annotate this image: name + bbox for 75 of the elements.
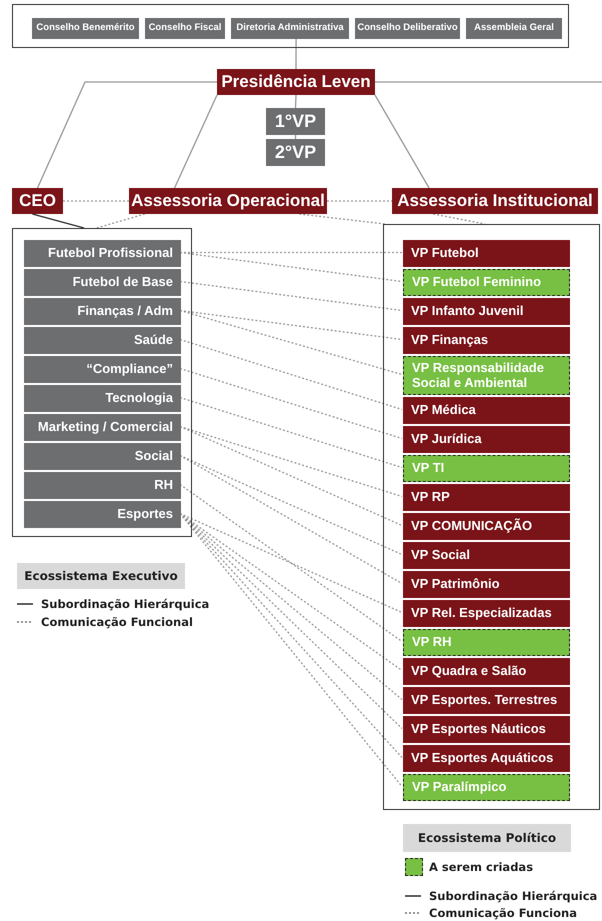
dotted-connector [180,338,402,410]
dotted-connector [327,200,392,202]
connector-line [36,81,217,188]
dotted-connector [180,426,402,498]
department-box: Social [24,443,181,470]
office-box: Assessoria Operacional [129,188,327,214]
dotted-connector [180,252,402,282]
vice-president-box: 2°VP [266,139,325,166]
department-box: Futebol de Base [24,269,181,296]
vp-box: VP Social [403,542,570,569]
group-frame [383,224,600,810]
dotted-connector [180,310,402,376]
vp-box: VP Infanto Juvenil [403,298,570,325]
dotted-connector [180,454,402,584]
office-box: CEO [12,188,63,214]
department-box: “Compliance” [24,356,181,383]
vp-box: VP Médica [403,397,570,424]
connector-line [375,81,602,83]
legend-heading: Ecossistema Executivo [17,563,185,589]
council-box: Conselho Benemérito [32,18,139,39]
vp-box: VP Esportes. Terrestres [403,687,570,714]
dotted-connector [180,454,402,556]
legend-text: A serem criadas [429,860,534,874]
group-frame [12,228,192,537]
vp-box: VP Rel. Especializadas [403,600,570,627]
council-box: Conselho Fiscal [145,18,225,39]
dotted-connector [180,280,402,312]
council-box: Conselho Deliberativo [355,18,460,39]
vp-box: VP Futebol [403,240,570,267]
legend-heading: Ecossistema Político [403,824,571,852]
dotted-connector [180,310,402,340]
new-vp-box: VP RH [403,629,570,656]
council-box: Assembleia Geral [466,18,562,39]
legend-text: Comunicação Funcional [41,615,193,629]
department-box: RH [24,472,181,499]
dotted-connector [299,213,386,225]
legend-text: Subordinação Hierárquica [41,597,210,611]
department-box: Esportes [24,501,181,528]
new-vp-box: VP Responsabilidade Social e Ambiental [403,356,570,395]
dotted-connector [63,200,129,202]
department-box: Saúde [24,327,181,354]
connector-line [32,213,84,229]
new-vp-box: VP Futebol Feminino [403,269,570,296]
council-box: Diretoria Administrativa [231,18,349,39]
office-box: Assessoria Institucional [392,188,598,214]
connector-line [174,94,218,188]
vp-box: VP Finanças [403,327,570,354]
connector-line [294,94,297,108]
dotted-connector [180,512,402,614]
dotted-connector [180,426,402,526]
dotted-connector [180,368,402,440]
new-vp-box: VP TI [403,455,570,482]
vp-box: VP COMUNICAÇÃO [403,513,570,540]
vp-box: VP Esportes Náuticos [403,716,570,743]
new-vp-box: VP Paralímpico [403,774,570,801]
group-frame [12,4,569,48]
connector-line [294,135,296,139]
connector-line [374,94,430,188]
department-box: Tecnologia [24,385,181,412]
vp-box: VP Esportes Aquáticos [403,745,570,772]
vp-box: VP RP [403,484,570,511]
legend-text: Comunicação Funciona [429,906,577,920]
department-box: Marketing / Comercial [24,414,181,441]
vp-box: VP Jurídica [403,426,570,453]
connector-line [295,38,297,69]
vp-box: VP Quadra e Salão [403,658,570,685]
office-box: Presidência Leven [217,69,375,95]
dotted-connector [180,484,402,642]
dotted-connector [96,213,146,229]
department-box: Finanças / Adm [24,298,181,325]
legend-text: Subordinação Hierárquica [429,889,598,903]
dotted-connector [180,396,402,468]
vp-box: VP Patrimônio [403,571,570,598]
department-box: Futebol Profissional [24,240,181,267]
vice-president-box: 1°VP [266,108,325,135]
